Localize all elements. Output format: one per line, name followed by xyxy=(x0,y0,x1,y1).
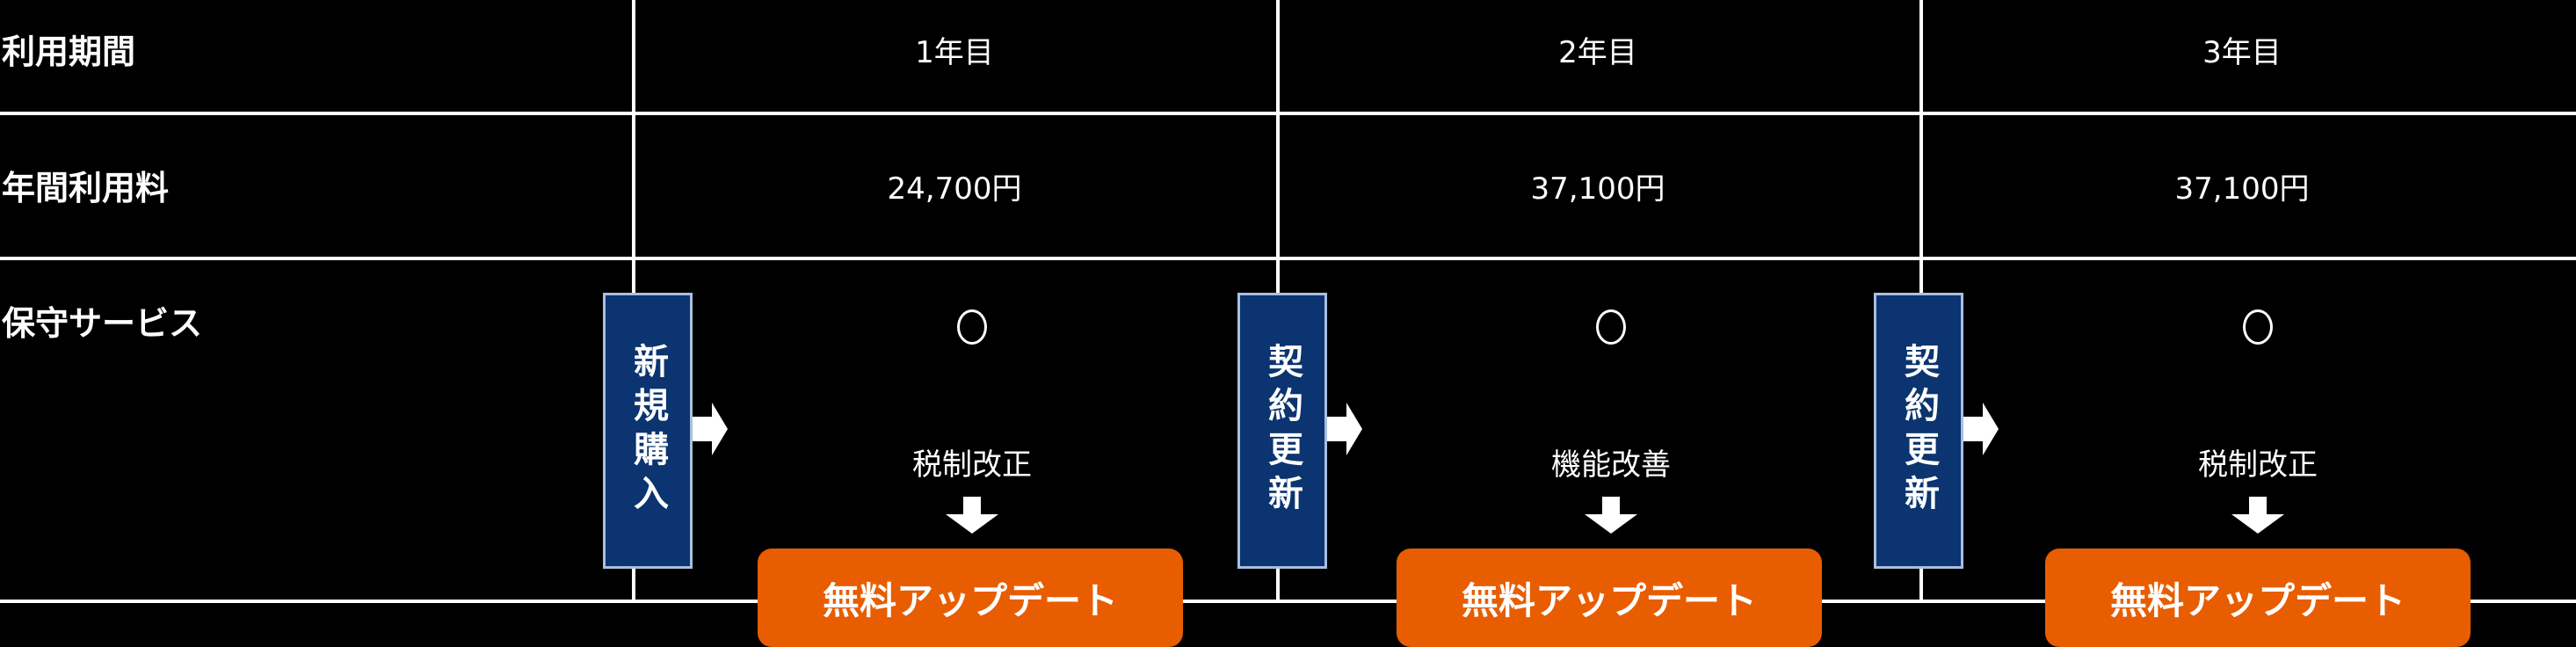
arrow-right-icon xyxy=(1963,403,1999,455)
year-2-fee: 37,100円 xyxy=(1530,171,1665,207)
year-3-service-circle-icon xyxy=(2243,309,2273,345)
contract-box-label: 新規購入 xyxy=(628,343,668,519)
grid-line-h2 xyxy=(0,257,2576,260)
contract-box-renewal-1: 契約更新 xyxy=(1237,293,1327,569)
year-2-header: 2年目 xyxy=(1558,35,1637,70)
year-1-event-label: 税制改正 xyxy=(912,447,1032,483)
year-3-header: 3年目 xyxy=(2202,35,2282,70)
free-update-button-year-2[interactable]: 無料アップデート xyxy=(1397,549,1822,647)
year-2-event-label: 機能改善 xyxy=(1551,447,1671,483)
year-3-event-label: 税制改正 xyxy=(2198,447,2318,483)
row-label-period: 利用期間 xyxy=(2,33,136,71)
free-update-button-year-1[interactable]: 無料アップデート xyxy=(758,549,1183,647)
grid-line-h3 xyxy=(0,600,2576,603)
contract-box-new-purchase: 新規購入 xyxy=(603,293,693,569)
arrow-down-icon xyxy=(946,497,998,534)
arrow-down-icon xyxy=(2231,497,2284,534)
year-1-service-circle-icon xyxy=(957,309,987,345)
row-label-service: 保守サービス xyxy=(2,304,203,343)
year-2-service-circle-icon xyxy=(1596,309,1626,345)
arrow-right-icon xyxy=(1327,403,1362,455)
arrow-down-icon xyxy=(1585,497,1637,534)
contract-box-label: 契約更新 xyxy=(1262,343,1303,519)
year-1-header: 1年目 xyxy=(915,35,994,70)
year-3-fee: 37,100円 xyxy=(2174,171,2310,207)
year-1-fee: 24,700円 xyxy=(887,171,1022,207)
arrow-right-icon xyxy=(693,403,728,455)
row-label-fee: 年間利用料 xyxy=(2,169,170,207)
contract-box-label: 契約更新 xyxy=(1898,343,1939,519)
free-update-button-year-3[interactable]: 無料アップデート xyxy=(2045,549,2471,647)
contract-box-renewal-2: 契約更新 xyxy=(1874,293,1963,569)
grid-line-h1 xyxy=(0,112,2576,115)
